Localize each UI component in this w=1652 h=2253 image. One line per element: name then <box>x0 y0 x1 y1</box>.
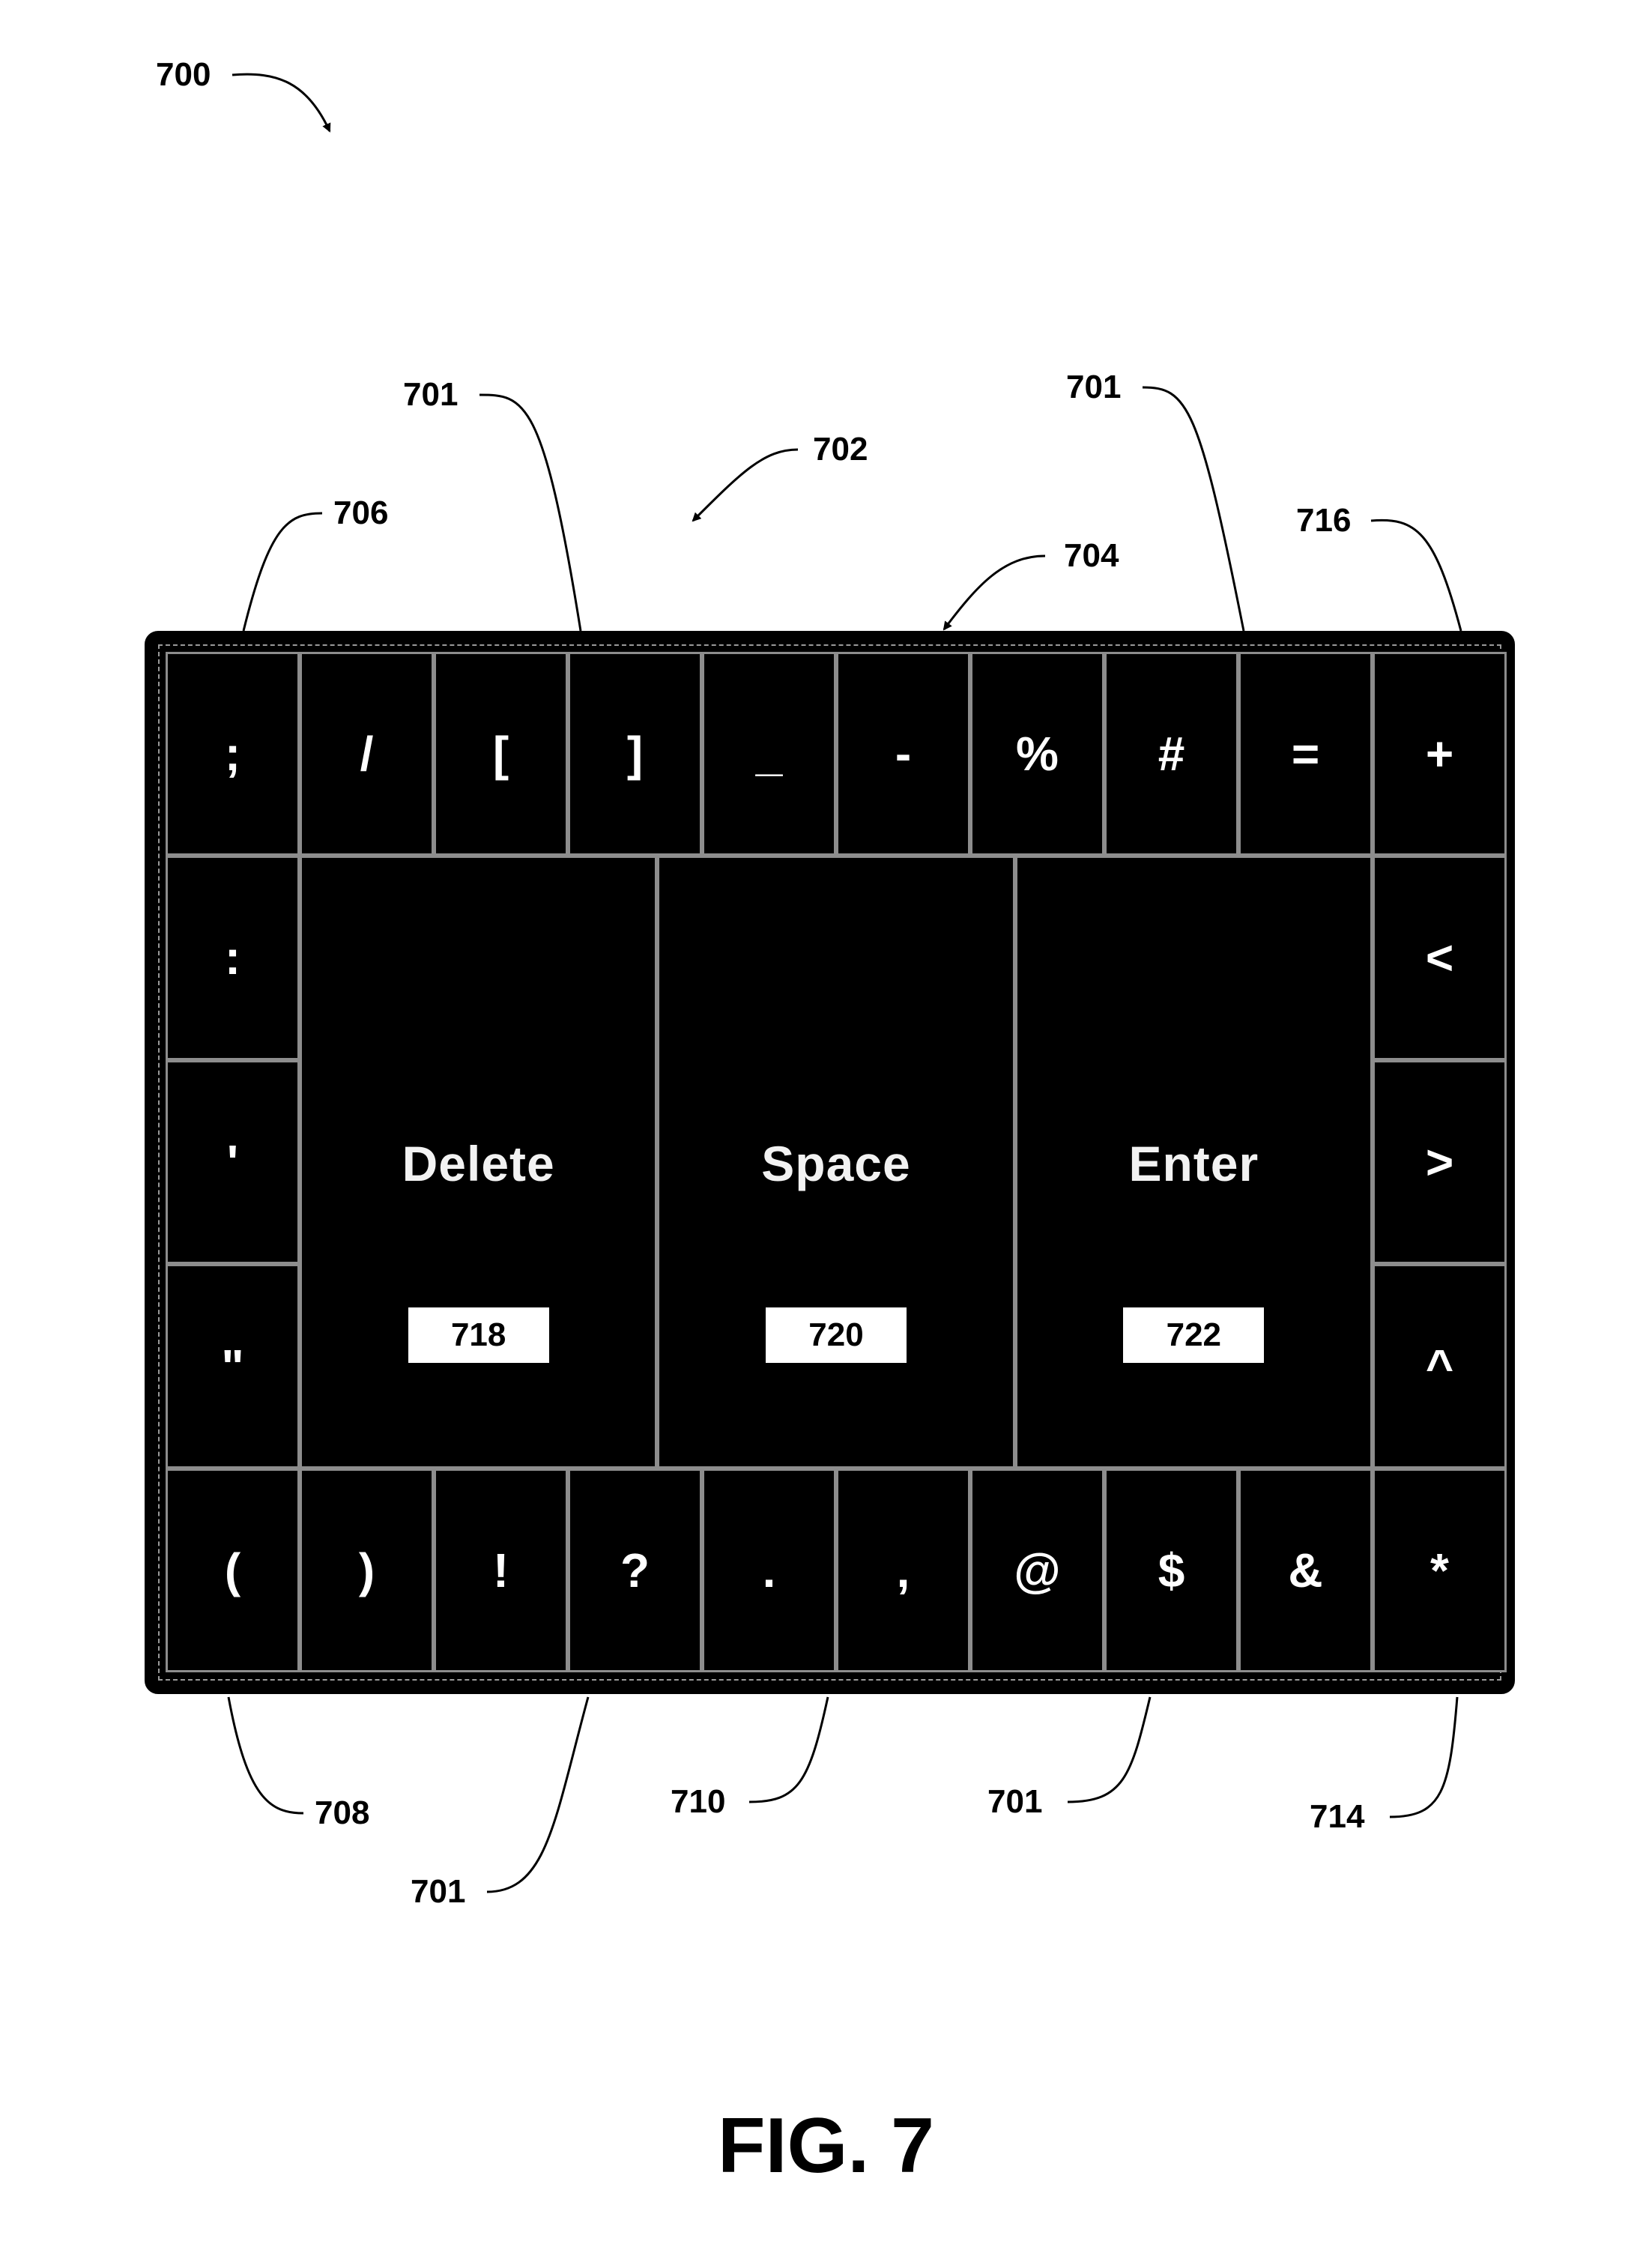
ref-702: 702 <box>813 433 868 466</box>
ref-718: 718 <box>408 1307 549 1363</box>
space-key-label: Space <box>761 1135 910 1192</box>
ref-704: 704 <box>1064 539 1119 572</box>
key-top-3[interactable]: ] <box>568 652 702 856</box>
ref-701-top-right: 701 <box>1066 371 1121 404</box>
key-right-1[interactable]: > <box>1373 1060 1507 1265</box>
key-bottom-2[interactable]: ! <box>434 1469 568 1672</box>
key-bottom-5[interactable]: , <box>836 1469 970 1672</box>
enter-key[interactable]: Enter 722 <box>1015 856 1373 1469</box>
ref-700: 700 <box>156 58 211 91</box>
key-right-2[interactable]: ^ <box>1373 1264 1507 1469</box>
key-bottom-0[interactable]: ( <box>166 1469 300 1672</box>
ref-701-bottom-left: 701 <box>411 1875 465 1908</box>
key-bottom-1[interactable]: ) <box>300 1469 434 1672</box>
key-top-2[interactable]: [ <box>434 652 568 856</box>
key-bottom-7[interactable]: $ <box>1104 1469 1238 1672</box>
key-bottom-3[interactable]: ? <box>568 1469 702 1672</box>
ref-714: 714 <box>1310 1800 1364 1833</box>
key-top-1[interactable]: / <box>300 652 434 856</box>
key-top-0[interactable]: ; <box>166 652 300 856</box>
delete-key[interactable]: Delete 718 <box>300 856 657 1469</box>
delete-key-label: Delete <box>402 1135 555 1192</box>
key-top-4[interactable]: _ <box>702 652 836 856</box>
key-left-0[interactable]: : <box>166 856 300 1060</box>
key-bottom-8[interactable]: & <box>1238 1469 1373 1672</box>
ref-722: 722 <box>1123 1307 1264 1363</box>
ref-708: 708 <box>315 1797 369 1830</box>
ref-716: 716 <box>1296 504 1351 537</box>
key-left-2[interactable]: " <box>166 1264 300 1469</box>
key-bottom-4[interactable]: . <box>702 1469 836 1672</box>
enter-key-label: Enter <box>1128 1135 1259 1192</box>
figure-caption: FIG. 7 <box>0 2102 1652 2191</box>
key-top-8[interactable]: = <box>1238 652 1373 856</box>
key-bottom-9[interactable]: * <box>1373 1469 1507 1672</box>
key-left-1[interactable]: ' <box>166 1060 300 1265</box>
ref-710: 710 <box>671 1785 725 1818</box>
ref-701-top-left: 701 <box>403 378 458 411</box>
key-top-9[interactable]: + <box>1373 652 1507 856</box>
keyboard-panel: ;/[]_-%#=+ ()!?.,@$&*:'" <>^ Delete 718 Space… <box>145 631 1515 1694</box>
ref-706: 706 <box>333 497 388 530</box>
key-right-0[interactable]: < <box>1373 856 1507 1060</box>
key-top-7[interactable]: # <box>1104 652 1238 856</box>
key-top-5[interactable]: - <box>836 652 970 856</box>
space-key[interactable]: Space 720 <box>657 856 1014 1469</box>
key-top-6[interactable]: % <box>970 652 1104 856</box>
ref-720: 720 <box>766 1307 907 1363</box>
ref-701-bottom-right: 701 <box>987 1785 1042 1818</box>
key-bottom-6[interactable]: @ <box>970 1469 1104 1672</box>
